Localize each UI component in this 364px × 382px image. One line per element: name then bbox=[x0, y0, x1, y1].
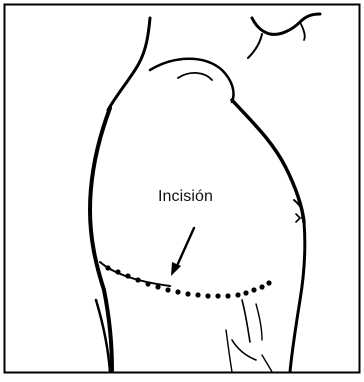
incision-dotted-line bbox=[105, 265, 271, 298]
incision-label: Incisión bbox=[158, 188, 213, 206]
arrow-icon bbox=[171, 228, 194, 276]
